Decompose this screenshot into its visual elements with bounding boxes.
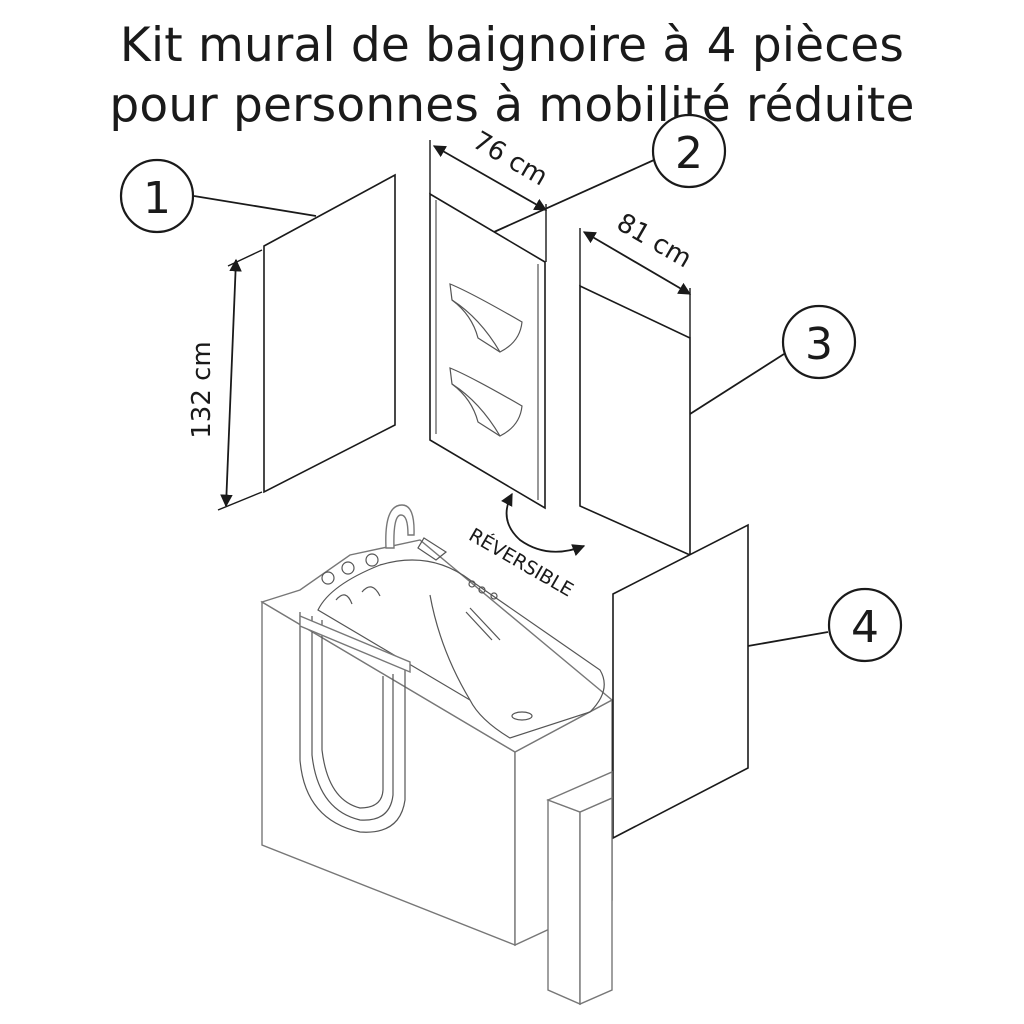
wall-panel-1 xyxy=(263,173,396,494)
diagram-title-line-2: pour personnes à mobilité réduite xyxy=(109,78,915,133)
callout-leaders xyxy=(193,159,829,647)
callout-3: 3 xyxy=(781,304,857,380)
callout-4: 4 xyxy=(827,587,903,663)
wall-panel-2 xyxy=(429,192,546,510)
wall-panel-4 xyxy=(612,523,749,840)
width-81-dimension-label: 81 cm xyxy=(611,208,696,274)
height-dimension-label: 132 cm xyxy=(187,341,217,439)
callout-2-number: 2 xyxy=(675,128,703,179)
side-platform xyxy=(546,770,613,1006)
callout-2: 2 xyxy=(651,113,727,189)
callout-4-number: 4 xyxy=(851,602,879,653)
reversible-indicator: RÉVERSIBLE xyxy=(465,492,586,602)
reversible-label: RÉVERSIBLE xyxy=(465,523,578,601)
diagram-title-line-1: Kit mural de baignoire à 4 pièces xyxy=(119,18,905,73)
wall-panel-3 xyxy=(579,284,691,557)
callout-3-number: 3 xyxy=(805,319,833,370)
callout-1: 1 xyxy=(119,158,195,234)
callout-1-number: 1 xyxy=(143,173,171,224)
dimension-height-132: 132 cm xyxy=(187,249,263,511)
width-76-dimension-label: 76 cm xyxy=(467,126,552,192)
